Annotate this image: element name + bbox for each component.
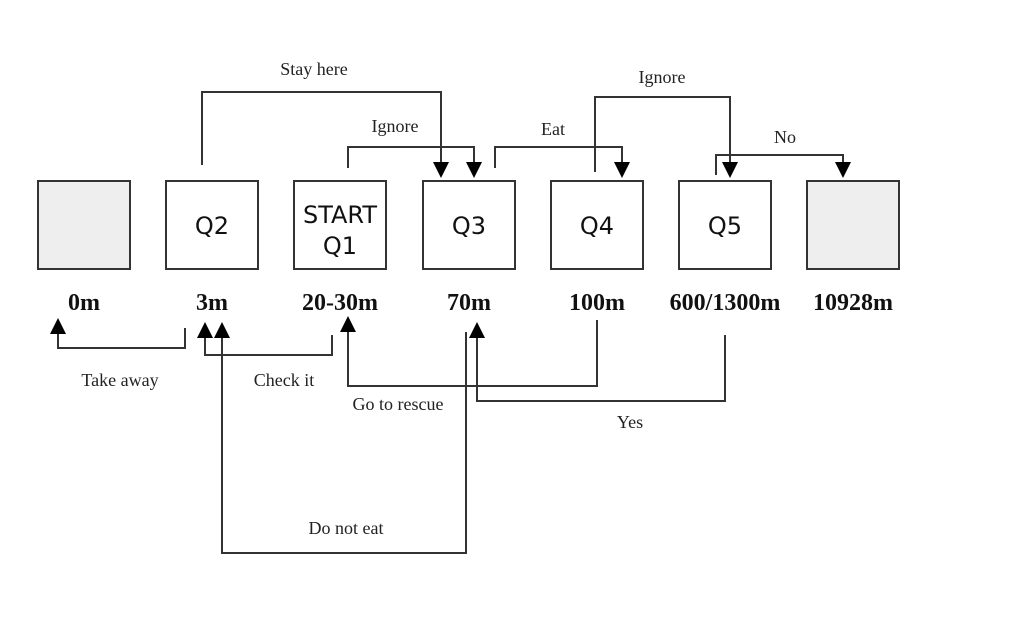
node-q5: Q5 600/1300m: [670, 180, 781, 316]
arrowhead-up-icon: [50, 318, 66, 334]
edge-q5-to-n6: No: [715, 127, 851, 178]
terminal-box: [37, 180, 131, 270]
distance-label: 0m: [68, 290, 100, 316]
edge-q1-to-q2: Check it: [197, 322, 333, 390]
node-n0: 0m: [37, 180, 131, 316]
edge-label: Ignore: [372, 116, 419, 136]
edge-q3-to-q4: Eat: [494, 119, 630, 178]
edge-label: No: [774, 127, 796, 147]
edge-q1-to-q3: Ignore: [347, 116, 482, 178]
connector-line: [347, 320, 598, 387]
edge-label: Stay here: [280, 59, 347, 79]
question-box: [293, 180, 387, 270]
connector-line: [715, 154, 844, 175]
node-label: START: [303, 201, 377, 229]
edge-q2-to-n0: Take away: [50, 318, 186, 390]
node-label: Q5: [708, 212, 742, 240]
connector-line: [347, 146, 475, 168]
arrowhead-down-icon: [835, 162, 851, 178]
node-label: Q3: [452, 212, 486, 240]
edge-q4-to-q1: Go to rescue: [340, 316, 598, 414]
question-box: [422, 180, 516, 270]
node-q4: Q4 100m: [550, 180, 644, 316]
arrowhead-down-icon: [466, 162, 482, 178]
distance-label: 100m: [569, 290, 625, 316]
arrowhead-down-icon: [614, 162, 630, 178]
edge-label: Eat: [541, 119, 565, 139]
node-q1: START Q1 20-30m: [293, 180, 387, 316]
connector-line: [494, 146, 623, 168]
node-label: Q4: [580, 212, 614, 240]
edge-label: Do not eat: [309, 518, 384, 538]
node-n6: 10928m: [806, 180, 900, 316]
connector-line: [201, 91, 442, 165]
node-label: Q2: [195, 212, 229, 240]
distance-label: 10928m: [813, 290, 893, 316]
question-box: [550, 180, 644, 270]
arrowhead-down-icon: [433, 162, 449, 178]
edge-q3-to-q2: Do not eat: [214, 322, 467, 554]
question-box: [165, 180, 259, 270]
edge-label: Check it: [254, 370, 315, 390]
arrowhead-up-icon: [469, 322, 485, 338]
connector-line: [476, 335, 726, 402]
edge-label: Yes: [617, 412, 643, 432]
edge-label: Go to rescue: [353, 394, 444, 414]
distance-label: 3m: [196, 290, 228, 316]
terminal-box: [806, 180, 900, 270]
connector-line: [204, 335, 333, 356]
connector-line: [221, 332, 467, 554]
arrowhead-up-icon: [197, 322, 213, 338]
nodes-layer: 0m Q2 3m START Q1 20-30m Q3 70m Q4 100m Q5 600/1300…: [37, 180, 900, 316]
distance-label: 70m: [447, 290, 491, 316]
edge-label: Take away: [81, 370, 158, 390]
node-label: Q1: [323, 232, 357, 260]
edge-q5-to-q3: Yes: [469, 322, 726, 432]
distance-label: 20-30m: [302, 290, 378, 316]
distance-label: 600/1300m: [670, 290, 781, 316]
arrowhead-up-icon: [340, 316, 356, 332]
edge-q2-to-q3: Stay here: [201, 59, 449, 178]
question-box: [678, 180, 772, 270]
arrowhead-down-icon: [722, 162, 738, 178]
node-q2: Q2 3m: [165, 180, 259, 316]
edge-label: Ignore: [639, 67, 686, 87]
arrowhead-up-icon: [214, 322, 230, 338]
connector-line: [594, 96, 731, 172]
connector-line: [57, 328, 186, 349]
node-q3: Q3 70m: [422, 180, 516, 316]
edge-q4-to-q5: Ignore: [594, 67, 738, 178]
